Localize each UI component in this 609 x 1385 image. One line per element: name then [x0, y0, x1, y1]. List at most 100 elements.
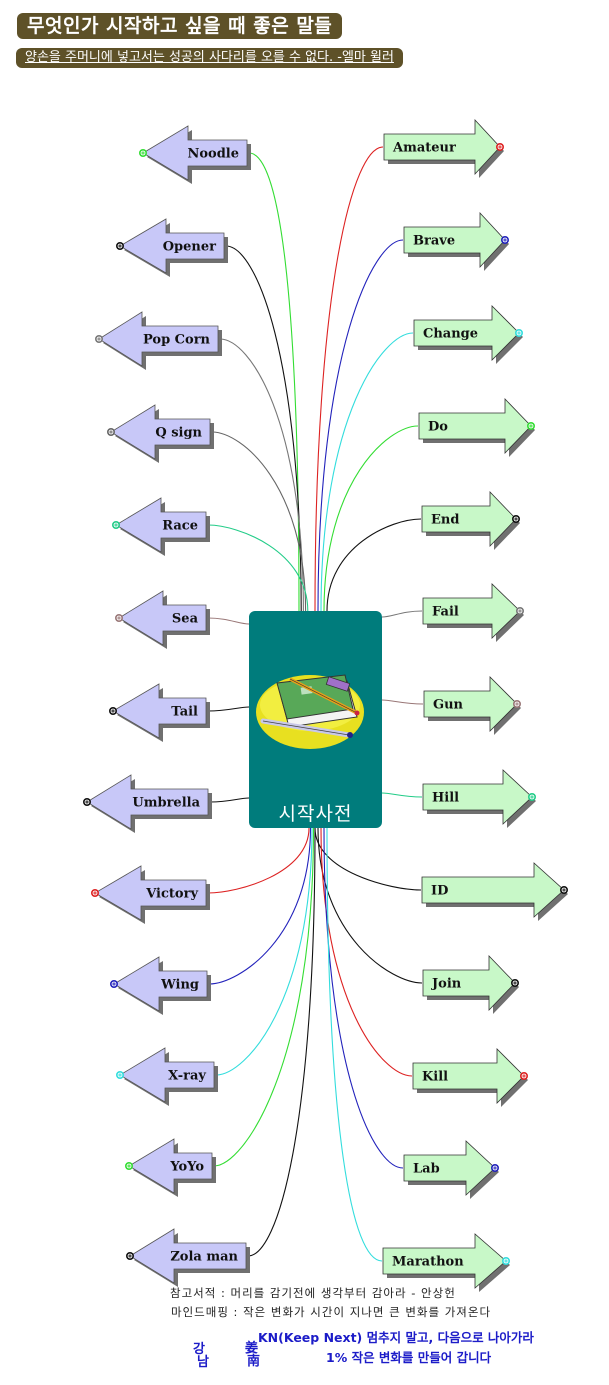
left-node-wing[interactable]: Wing: [110, 956, 211, 1015]
right-arrow-shape: [418, 398, 532, 454]
right-node-hill[interactable]: Hill: [422, 769, 536, 828]
connector-join: [317, 827, 423, 984]
right-arrow-shape: [403, 1140, 496, 1196]
expand-handle-icon[interactable]: [112, 520, 121, 529]
connector-lab: [323, 827, 404, 1169]
node-label: Umbrella: [132, 796, 200, 811]
node-label: Sea: [172, 612, 199, 627]
expand-handle-icon[interactable]: [490, 1164, 499, 1173]
right-node-brave[interactable]: Brave: [403, 211, 509, 271]
left-node-race[interactable]: Race: [112, 497, 210, 556]
node-label: Lab: [413, 1162, 440, 1177]
expand-handle-icon[interactable]: [116, 1071, 125, 1080]
expand-handle-icon[interactable]: [107, 427, 116, 436]
right-node-do[interactable]: Do: [418, 398, 535, 457]
connector-kill: [320, 827, 413, 1077]
quote-banner: 양손을 주머니에 넣고서는 성공의 사다리를 오를 수 없다. -엘마 윌러: [16, 48, 403, 68]
expand-handle-icon[interactable]: [139, 149, 148, 158]
expand-handle-icon[interactable]: [511, 514, 520, 523]
expand-handle-icon[interactable]: [116, 242, 125, 251]
right-node-lab[interactable]: Lab: [403, 1140, 499, 1199]
author-name-hanja-2: 南: [247, 1354, 261, 1369]
connector-opener: [225, 245, 302, 612]
connector-yoyo: [213, 827, 315, 1167]
left-node-opener[interactable]: Opener: [116, 218, 228, 277]
right-node-kill[interactable]: Kill: [412, 1048, 528, 1107]
node-label: Race: [162, 519, 198, 534]
left-arrow-shape: [142, 125, 248, 181]
expand-handle-icon[interactable]: [514, 328, 523, 337]
left-node-sea[interactable]: Sea: [115, 590, 210, 649]
expand-handle-icon[interactable]: [559, 885, 568, 894]
node-label: Wing: [160, 978, 199, 993]
node-label: Join: [431, 977, 462, 992]
expand-handle-icon[interactable]: [95, 334, 104, 343]
node-label: Fail: [432, 605, 459, 620]
node-label: Do: [428, 420, 448, 435]
left-node-yoyo[interactable]: YoYo: [125, 1138, 216, 1197]
central-topic[interactable]: 시작사전: [249, 611, 382, 828]
left-arrow-shape: [118, 590, 207, 646]
connector-amateur: [314, 146, 384, 612]
left-node-umbrella[interactable]: Umbrella: [83, 774, 212, 833]
expand-handle-icon[interactable]: [109, 706, 118, 715]
left-node-tail[interactable]: Tail: [109, 683, 210, 742]
right-node-change[interactable]: Change: [413, 305, 523, 364]
left-node-noodle[interactable]: Noodle: [139, 125, 251, 184]
expand-handle-icon[interactable]: [110, 979, 119, 988]
node-label: Q sign: [155, 426, 202, 441]
right-node-marathon[interactable]: Marathon: [382, 1233, 510, 1292]
expand-handle-icon[interactable]: [495, 143, 504, 152]
expand-handle-icon[interactable]: [527, 792, 536, 801]
connector-do: [323, 425, 419, 612]
books-pencil-pen-icon: [256, 674, 364, 749]
expand-handle-icon[interactable]: [125, 1162, 134, 1171]
left-node-x-ray[interactable]: X-ray: [116, 1047, 218, 1106]
right-node-end[interactable]: End: [421, 491, 520, 550]
connector-end: [326, 518, 422, 612]
right-node-join[interactable]: Join: [422, 955, 519, 1014]
connector-tail: [207, 706, 250, 712]
connector-umbrella: [209, 797, 250, 803]
expand-handle-icon[interactable]: [515, 606, 524, 615]
node-label: YoYo: [169, 1160, 204, 1175]
right-arrow-shape: [421, 862, 565, 918]
expand-handle-icon[interactable]: [126, 1252, 135, 1261]
expand-handle-icon[interactable]: [512, 699, 521, 708]
connector-marathon: [326, 827, 383, 1262]
left-node-q-sign[interactable]: Q sign: [107, 404, 214, 463]
connector-change: [320, 332, 414, 612]
left-node-zola-man[interactable]: Zola man: [126, 1228, 250, 1287]
right-arrow-shape: [413, 305, 520, 361]
keep-next-text: KN(Keep Next) 멈추지 말고, 다음으로 나아가라: [258, 1330, 534, 1345]
author-name-korean-1: 강: [193, 1342, 205, 1357]
left-arrow-shape: [129, 1228, 247, 1284]
expand-handle-icon[interactable]: [91, 888, 100, 897]
expand-handle-icon[interactable]: [501, 1257, 510, 1266]
expand-handle-icon[interactable]: [519, 1072, 528, 1081]
node-label: Change: [423, 327, 478, 342]
right-node-gun[interactable]: Gun: [423, 676, 521, 735]
left-arrow-shape: [115, 497, 207, 553]
right-node-id[interactable]: ID: [421, 862, 568, 921]
right-arrow-shape: [412, 1048, 525, 1104]
expand-handle-icon[interactable]: [83, 797, 92, 806]
left-arrow-shape: [86, 774, 209, 830]
left-node-pop-corn[interactable]: Pop Corn: [95, 311, 222, 370]
right-node-amateur[interactable]: Amateur: [383, 118, 504, 178]
expand-handle-icon[interactable]: [526, 421, 535, 430]
right-arrow-shape: [422, 955, 516, 1011]
left-node-victory[interactable]: Victory: [91, 865, 210, 924]
node-label: X-ray: [168, 1069, 206, 1084]
connector-wing: [208, 827, 312, 985]
connector-victory: [207, 827, 310, 894]
expand-handle-icon[interactable]: [510, 978, 519, 987]
expand-handle-icon[interactable]: [500, 236, 509, 245]
right-node-fail[interactable]: Fail: [422, 583, 524, 642]
node-label: Kill: [422, 1070, 448, 1085]
right-arrow-shape: [383, 118, 501, 176]
expand-handle-icon[interactable]: [115, 613, 124, 622]
node-label: Marathon: [392, 1255, 464, 1270]
